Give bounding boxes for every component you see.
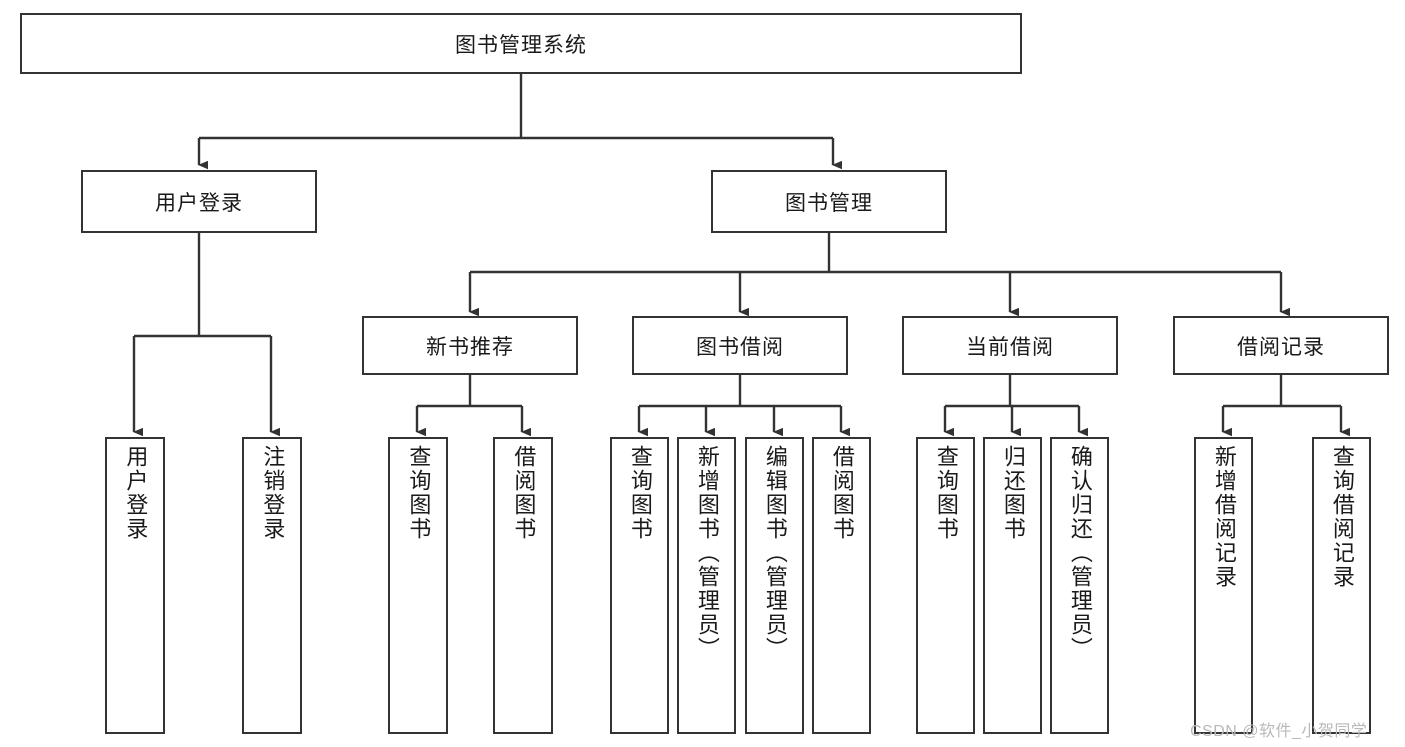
leaf-book-borrow-borrow-label: 借阅图书 xyxy=(829,445,855,541)
leaf-current-borrow-confirm-label: 确认归还（管理员） xyxy=(1067,445,1093,661)
leaf-user-login-signout[interactable]: 注销登录 xyxy=(242,437,302,734)
node-book-management-label: 图书管理 xyxy=(785,191,873,215)
leaf-book-borrow-edit-label: 编辑图书（管理员） xyxy=(762,445,788,661)
node-user-login-label: 用户登录 xyxy=(155,191,243,215)
node-new-book-recommend[interactable]: 新书推荐 xyxy=(362,316,578,375)
node-borrow-records-label: 借阅记录 xyxy=(1237,335,1325,359)
node-root-system-label: 图书管理系统 xyxy=(455,33,587,57)
leaf-current-borrow-query[interactable]: 查询图书 xyxy=(916,437,975,734)
leaf-book-borrow-add-label: 新增图书（管理员） xyxy=(694,445,720,661)
node-book-management[interactable]: 图书管理 xyxy=(711,170,947,233)
leaf-user-login-signin[interactable]: 用户登录 xyxy=(105,437,165,734)
leaf-new-books-query-label: 查询图书 xyxy=(406,445,432,541)
leaf-borrow-records-add[interactable]: 新增借阅记录 xyxy=(1194,437,1253,734)
node-borrow-records[interactable]: 借阅记录 xyxy=(1173,316,1389,375)
node-root-system[interactable]: 图书管理系统 xyxy=(20,13,1022,74)
node-book-borrow-label: 图书借阅 xyxy=(696,335,784,359)
leaf-book-borrow-query-label: 查询图书 xyxy=(627,445,653,541)
node-current-borrow[interactable]: 当前借阅 xyxy=(902,316,1118,375)
leaf-user-login-signin-label: 用户登录 xyxy=(123,445,149,541)
leaf-borrow-records-query-label: 查询借阅记录 xyxy=(1329,445,1355,589)
leaf-new-books-borrow[interactable]: 借阅图书 xyxy=(493,437,553,734)
leaf-current-borrow-return[interactable]: 归还图书 xyxy=(983,437,1042,734)
leaf-borrow-records-add-label: 新增借阅记录 xyxy=(1211,445,1237,589)
node-book-borrow[interactable]: 图书借阅 xyxy=(632,316,848,375)
leaf-current-borrow-query-label: 查询图书 xyxy=(933,445,959,541)
leaf-book-borrow-edit[interactable]: 编辑图书（管理员） xyxy=(745,437,804,734)
leaf-book-borrow-borrow[interactable]: 借阅图书 xyxy=(812,437,871,734)
leaf-current-borrow-return-label: 归还图书 xyxy=(1000,445,1026,541)
node-user-login[interactable]: 用户登录 xyxy=(81,170,317,233)
leaf-book-borrow-query[interactable]: 查询图书 xyxy=(610,437,669,734)
leaf-new-books-borrow-label: 借阅图书 xyxy=(511,445,537,541)
leaf-book-borrow-add[interactable]: 新增图书（管理员） xyxy=(677,437,736,734)
leaf-user-login-signout-label: 注销登录 xyxy=(260,445,286,541)
leaf-borrow-records-query[interactable]: 查询借阅记录 xyxy=(1312,437,1371,734)
leaf-new-books-query[interactable]: 查询图书 xyxy=(388,437,448,734)
leaf-current-borrow-confirm[interactable]: 确认归还（管理员） xyxy=(1050,437,1109,734)
node-current-borrow-label: 当前借阅 xyxy=(966,335,1054,359)
node-new-book-recommend-label: 新书推荐 xyxy=(426,335,514,359)
